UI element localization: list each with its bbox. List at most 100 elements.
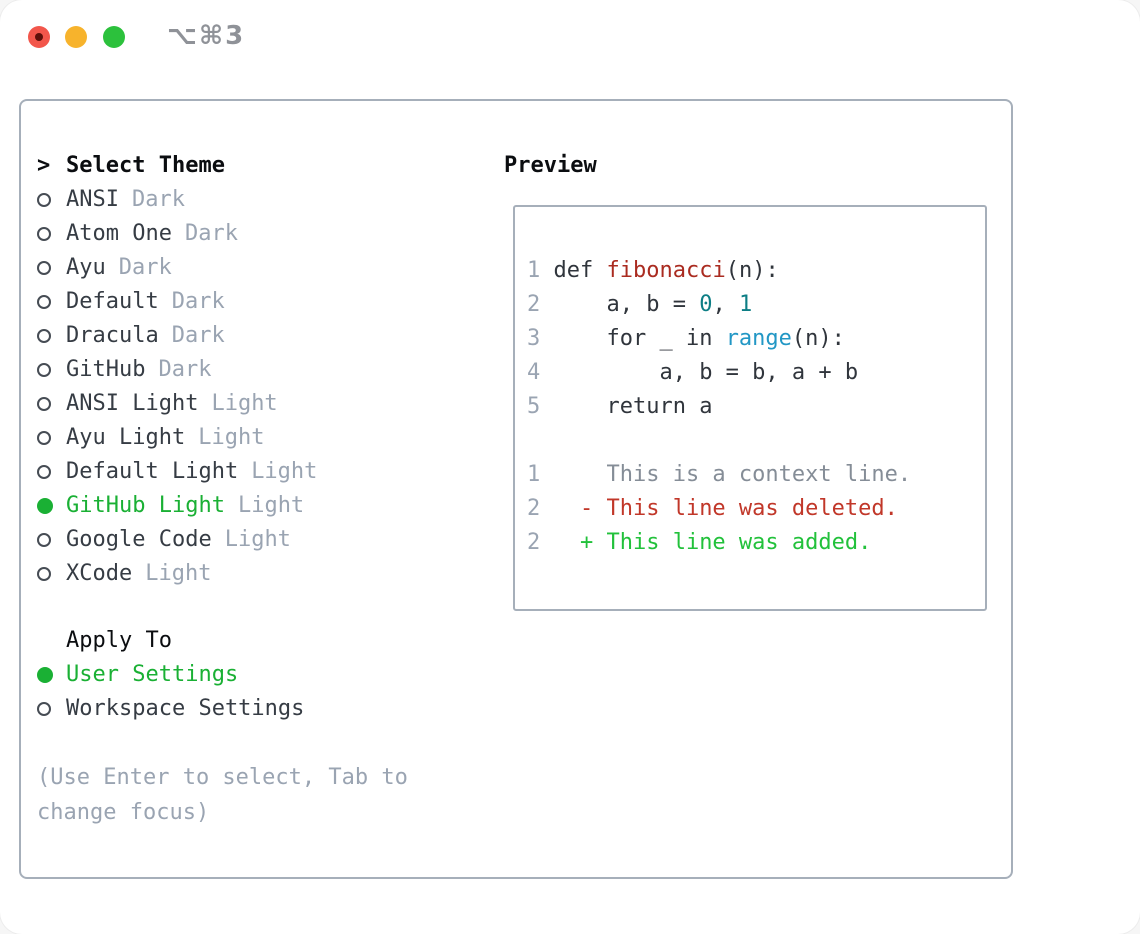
preview-title: Preview [504, 153, 597, 178]
radio-icon [37, 465, 51, 479]
code-segment: a, b = [540, 292, 700, 317]
code-segment: for _ in [540, 326, 726, 351]
code-line: 1 def fibonacci(n): [527, 254, 985, 288]
code-line: 3 for _ in range(n): [527, 322, 985, 356]
option-label: Ayu Light [66, 425, 186, 450]
radio-icon [37, 193, 51, 207]
code-line: 2 a, b = 0, 1 [527, 288, 985, 322]
radio-cell [37, 567, 66, 581]
variant-label: Dark [131, 187, 185, 212]
code-segment: return a [540, 394, 713, 419]
theme-option-ayu[interactable]: Ayu Dark [37, 251, 487, 285]
close-button-icon[interactable] [28, 26, 50, 48]
radio-cell [37, 667, 66, 683]
line-number: 1 [527, 462, 541, 487]
variant-label: Dark [171, 289, 225, 314]
radio-cell [37, 363, 66, 377]
apply-to-title: Apply To [66, 628, 172, 653]
line-number: 5 [527, 394, 541, 419]
hint-line: change focus) [37, 800, 210, 825]
radio-icon [37, 397, 51, 411]
radio-cell [37, 533, 66, 547]
radio-icon [37, 567, 51, 581]
code-line: 5 return a [527, 390, 985, 424]
theme-option-default[interactable]: Default Dark [37, 285, 487, 319]
code-segment: , [712, 292, 739, 317]
option-label: Google Code [66, 527, 212, 552]
theme-option-ansi-light[interactable]: ANSI Light Light [37, 387, 487, 421]
option-label: Workspace Settings [66, 696, 305, 721]
titlebar: ⌥⌘3 [0, 0, 1140, 75]
radio-icon [37, 295, 51, 309]
minimize-button-icon[interactable] [65, 26, 87, 48]
radio-cell [37, 227, 66, 241]
radio-cell [37, 397, 66, 411]
zoom-button-icon[interactable] [103, 26, 125, 48]
variant-label: Light [211, 391, 278, 416]
line-number: 1 [527, 258, 541, 283]
diff-line-deleted: 2 - This line was deleted. [527, 492, 985, 526]
select-theme-header: > Select Theme [37, 149, 487, 183]
variant-label: Dark [158, 357, 212, 382]
radio-cell [37, 261, 66, 275]
option-label: GitHub Light [66, 493, 225, 518]
radio-cell [37, 498, 66, 514]
variant-label: Light [198, 425, 265, 450]
option-label: XCode [66, 561, 133, 586]
diff-text: + This line was added. [540, 530, 872, 555]
option-label: Default Light [66, 459, 239, 484]
code-segment: (n): [791, 326, 845, 351]
option-label: ANSI Light [66, 391, 199, 416]
radio-selected-icon [37, 498, 53, 514]
line-number: 2 [527, 530, 541, 555]
theme-option-ansi[interactable]: ANSI Dark [37, 183, 487, 217]
code-line: 4 a, b = b, a + b [527, 356, 985, 390]
code-segment: (n): [725, 258, 779, 283]
radio-selected-icon [37, 667, 53, 683]
code-segment: def [540, 258, 607, 283]
variant-label: Light [251, 459, 318, 484]
option-label: Default [66, 289, 159, 314]
theme-option-xcode[interactable]: XCode Light [37, 557, 487, 591]
theme-option-ayu-light[interactable]: Ayu Light Light [37, 421, 487, 455]
theme-option-default-light[interactable]: Default Light Light [37, 455, 487, 489]
variant-label: Dark [118, 255, 172, 280]
option-label: ANSI [66, 187, 119, 212]
radio-icon [37, 329, 51, 343]
option-label: Atom One [66, 221, 172, 246]
radio-cell [37, 431, 66, 445]
code-segment: 1 [738, 292, 753, 317]
diff-line-added: 2 + This line was added. [527, 526, 985, 560]
option-label: Ayu [66, 255, 106, 280]
line-number: 3 [527, 326, 541, 351]
radio-cell [37, 193, 66, 207]
prompt-icon: > [37, 153, 51, 178]
theme-option-github[interactable]: GitHub Dark [37, 353, 487, 387]
window-title: ⌥⌘3 [167, 21, 246, 51]
apply-option-workspace-settings[interactable]: Workspace Settings [37, 692, 487, 726]
variant-label: Dark [171, 323, 225, 348]
radio-icon [37, 702, 51, 716]
option-label: GitHub [66, 357, 146, 382]
radio-cell [37, 329, 66, 343]
variant-label: Light [145, 561, 212, 586]
apply-option-user-settings[interactable]: User Settings [37, 658, 487, 692]
radio-cell [37, 702, 66, 716]
radio-icon [37, 533, 51, 547]
radio-icon [37, 363, 51, 377]
option-label: User Settings [66, 662, 239, 687]
radio-cell [37, 465, 66, 479]
line-number: 2 [527, 496, 541, 521]
code-segment: a, b = b, a + b [540, 360, 859, 385]
